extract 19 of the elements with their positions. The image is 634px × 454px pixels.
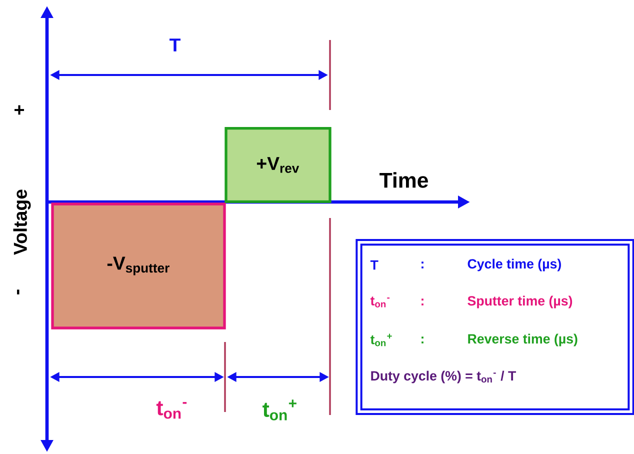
colon-label: : — [422, 336, 424, 344]
symbol-label: t$_{on}$+ — [370, 334, 392, 346]
axis-label: Voltage — [13, 190, 31, 255]
sputter-pulse: -V$_{sputter}$ — [51, 202, 226, 330]
axis-label: Time — [380, 172, 428, 188]
colon-label: : — [422, 298, 424, 306]
description-label: Sputter time (µs) — [468, 296, 572, 308]
sign-label: - — [17, 290, 20, 294]
description-label: Reverse time (µs) — [468, 334, 578, 346]
reverse-pulse: +V$_{rev}$ — [224, 127, 332, 203]
dimension-label: t$_{on}$+ — [262, 400, 296, 420]
symbol-label: t$_{on}$- — [370, 296, 390, 308]
colon-label: : — [422, 262, 424, 268]
description-label: Cycle time (µs) — [468, 258, 561, 272]
formula-text: Duty cycle (%) = t$_{on}$$^{-}$ / T — [371, 370, 516, 384]
symbol-label: T — [370, 260, 378, 270]
sign-label: + — [14, 105, 24, 115]
dimension-label: t$_{on}$- — [156, 401, 187, 419]
dimension-label: T — [170, 38, 180, 52]
